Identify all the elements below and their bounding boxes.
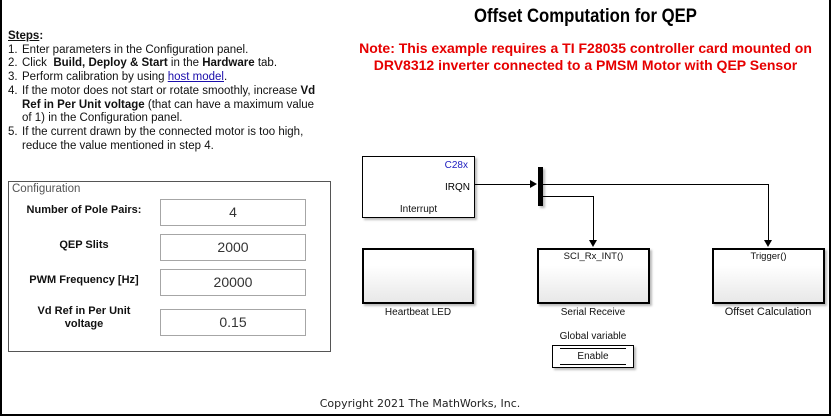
configuration-panel: Configuration Number of Pole Pairs: 4 QE… [8, 181, 331, 352]
interrupt-target: C28x [444, 160, 468, 171]
trigger-signal-line [543, 184, 769, 185]
vd-ref-label: Vd Ref in Per Unit voltage [37, 305, 131, 330]
pwm-frequency-label: PWM Frequency [Hz] [29, 274, 139, 286]
host-model-link[interactable]: host model [167, 71, 224, 84]
arrow-down-icon [764, 240, 772, 247]
offset-calculation-label: Offset Calculation [724, 306, 812, 318]
step-5: 5.If the current drawn by the connected … [8, 125, 304, 152]
store-top-line [560, 348, 626, 349]
sci-trigger-port: SCI_Rx_INT() [563, 251, 624, 262]
steps-instructions: Steps: 1.Enter parameters in the Configu… [8, 30, 338, 153]
trigger-signal-line-vertical [768, 184, 769, 241]
sci-signal-line-vertical [593, 196, 594, 241]
steps-title: Steps [8, 30, 40, 42]
pwm-frequency-input[interactable]: 20000 [160, 269, 306, 296]
enable-label: Enable [577, 351, 609, 362]
qep-slits-input[interactable]: 2000 [160, 234, 306, 261]
offset-calculation-block[interactable]: Trigger() [712, 248, 825, 304]
arrow-right-icon [530, 180, 537, 188]
irqn-port-label: IRQN [445, 182, 470, 193]
vd-ref-input[interactable]: 0.15 [160, 309, 306, 336]
irqn-signal-line [474, 184, 530, 185]
step-4: 4.If the motor does not start or rotate … [8, 84, 316, 125]
step-1: 1.Enter parameters in the Configuration … [8, 43, 249, 56]
pole-pairs-label: Number of Pole Pairs: [26, 204, 142, 216]
step-3: 3.Perform calibration by using host mode… [8, 71, 228, 84]
interrupt-block[interactable]: C28x IRQN Interrupt [362, 156, 475, 218]
copyright-text: Copyright 2021 The MathWorks, Inc. [319, 397, 521, 410]
data-store-memory-enable[interactable]: Enable [552, 345, 634, 368]
serial-receive-block[interactable]: SCI_Rx_INT() [537, 248, 650, 304]
hardware-note: Note: This example requires a TI F28035 … [359, 40, 812, 73]
heartbeat-led-block[interactable] [362, 248, 474, 304]
configuration-title: Configuration [12, 183, 81, 195]
step-2: 2.Click Build, Deploy & Start in the Har… [8, 57, 278, 70]
serial-receive-label: Serial Receive [560, 307, 626, 318]
qep-slits-label: QEP Slits [59, 239, 109, 251]
heartbeat-led-label: Heartbeat LED [384, 307, 452, 318]
sci-signal-line [543, 196, 594, 197]
demux-block[interactable] [538, 167, 543, 206]
page-title: Offset Computation for QEP [474, 6, 697, 27]
store-bottom-line [560, 364, 626, 365]
arrow-down-icon [589, 240, 597, 247]
global-variable-caption: Global variable [559, 331, 627, 342]
trigger-port: Trigger() [750, 251, 787, 262]
interrupt-label: Interrupt [399, 204, 438, 215]
pole-pairs-input[interactable]: 4 [160, 199, 306, 226]
